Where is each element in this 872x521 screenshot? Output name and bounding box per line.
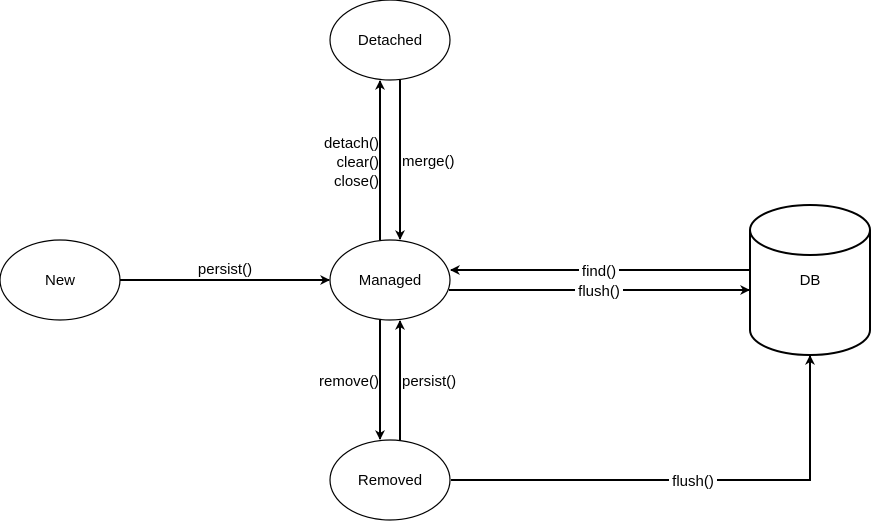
node-new-label: New bbox=[45, 272, 75, 289]
edge-label-detach: detach() bbox=[324, 135, 379, 152]
node-db-label: DB bbox=[800, 272, 821, 289]
edge-label-clear: clear() bbox=[336, 154, 379, 171]
edge-label-remove: remove() bbox=[319, 373, 379, 390]
node-managed-label: Managed bbox=[359, 272, 422, 289]
edge-label-removed-flush: flush() bbox=[672, 473, 714, 490]
edge-label-new-persist: persist() bbox=[198, 261, 252, 278]
edge-label-merge: merge() bbox=[402, 153, 455, 170]
edge-removed-to-db bbox=[451, 355, 815, 481]
node-detached: Detached bbox=[329, 0, 451, 81]
edge-label-find: find() bbox=[582, 263, 616, 280]
node-managed: Managed bbox=[329, 239, 451, 321]
node-new: New bbox=[0, 239, 121, 321]
node-detached-label: Detached bbox=[358, 32, 422, 49]
node-db-cylinder: DB bbox=[749, 204, 871, 356]
node-removed-label: Removed bbox=[358, 472, 422, 489]
edge-label-managed-flush: flush() bbox=[578, 283, 620, 300]
edge-label-removed-persist: persist() bbox=[402, 373, 456, 390]
node-removed: Removed bbox=[329, 439, 451, 521]
edge-label-close: close() bbox=[334, 173, 379, 190]
